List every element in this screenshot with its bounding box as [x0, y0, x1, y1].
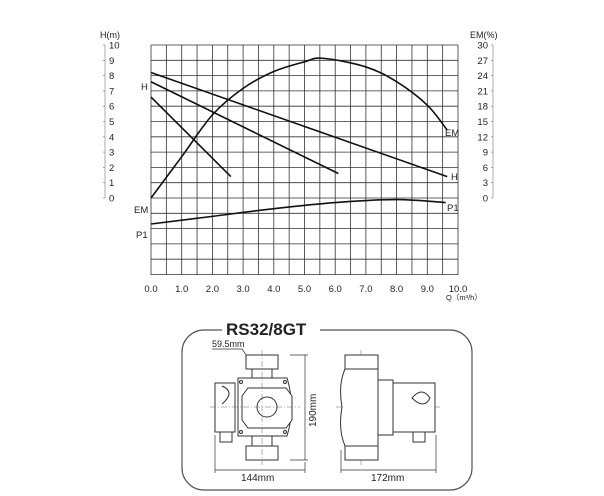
x-tick-label: 7.0 — [359, 284, 372, 295]
x-axis-title: Q（m³/h） — [446, 293, 482, 302]
right-tick-label: 0 — [483, 194, 488, 205]
x-tick-label: 2.0 — [206, 284, 219, 295]
right-axis-title: EM(%) — [470, 30, 498, 40]
x-tick-label: 6.0 — [329, 284, 342, 295]
curve-label-em-left: EM — [134, 205, 148, 216]
x-tick-label: 1.0 — [175, 284, 188, 295]
left-axis-title: H(m) — [100, 30, 120, 40]
curve-label-h-right: H — [451, 172, 458, 183]
series-h-curve — [150, 96, 232, 178]
x-tick-label: 4.0 — [267, 284, 280, 295]
left-tick-label: 0 — [109, 194, 114, 205]
curve-label-p1-right: P1 — [447, 203, 459, 214]
left-tick-label: 5 — [109, 117, 114, 128]
right-tick-label: 27 — [477, 56, 488, 67]
left-tick-label: 10 — [109, 41, 120, 52]
right-tick-label: 6 — [483, 163, 488, 174]
series-h-curve — [150, 71, 448, 178]
series-h-curve — [150, 81, 339, 175]
right-tick-label: 21 — [477, 86, 488, 97]
left-tick-label: 1 — [109, 178, 114, 189]
side-width-dimension-label: 172mm — [371, 473, 404, 484]
curve-label-h-left: H — [141, 82, 148, 93]
front-width-dimension-label: 144mm — [241, 473, 274, 484]
x-tick-label: 5.0 — [298, 284, 311, 295]
curve-label-p1-left: P1 — [136, 230, 148, 241]
right-tick-label: 3 — [483, 178, 488, 189]
pump-side-view — [340, 354, 436, 461]
x-tick-label: 3.0 — [236, 284, 249, 295]
curve-label-em-right: EM — [445, 128, 459, 139]
right-tick-label: 12 — [477, 132, 488, 143]
right-tick-label: 24 — [477, 71, 488, 82]
series-p1-curve — [150, 198, 446, 225]
left-tick-label: 7 — [109, 86, 114, 97]
x-tick-label: 8.0 — [390, 284, 403, 295]
left-tick-label: 6 — [109, 102, 114, 113]
port-dimension-label: 59.5mm — [212, 339, 245, 349]
drawing-frame — [181, 329, 473, 491]
right-tick-label: 9 — [483, 148, 488, 159]
left-tick-label: 3 — [109, 148, 114, 159]
x-tick-label: 10.0 — [449, 284, 468, 295]
x-tick-label: 0.0 — [144, 284, 157, 295]
series-em-curve — [150, 57, 448, 199]
pump-performance-chart: H(m)012345678910EM(%)0369121518212427300… — [100, 30, 498, 302]
left-tick-label: 4 — [109, 132, 114, 143]
model-title: RS32/8GT — [226, 320, 307, 339]
left-tick-label: 9 — [109, 56, 114, 67]
pump-front-view — [214, 354, 293, 461]
left-tick-label: 8 — [109, 71, 114, 82]
right-tick-label: 15 — [477, 117, 488, 128]
right-tick-label: 18 — [477, 102, 488, 113]
right-tick-label: 30 — [477, 41, 488, 52]
height-dimension-label: 190mm — [308, 394, 319, 427]
left-tick-label: 2 — [109, 163, 114, 174]
x-tick-label: 9.0 — [421, 284, 434, 295]
dimension-lines — [214, 354, 437, 473]
